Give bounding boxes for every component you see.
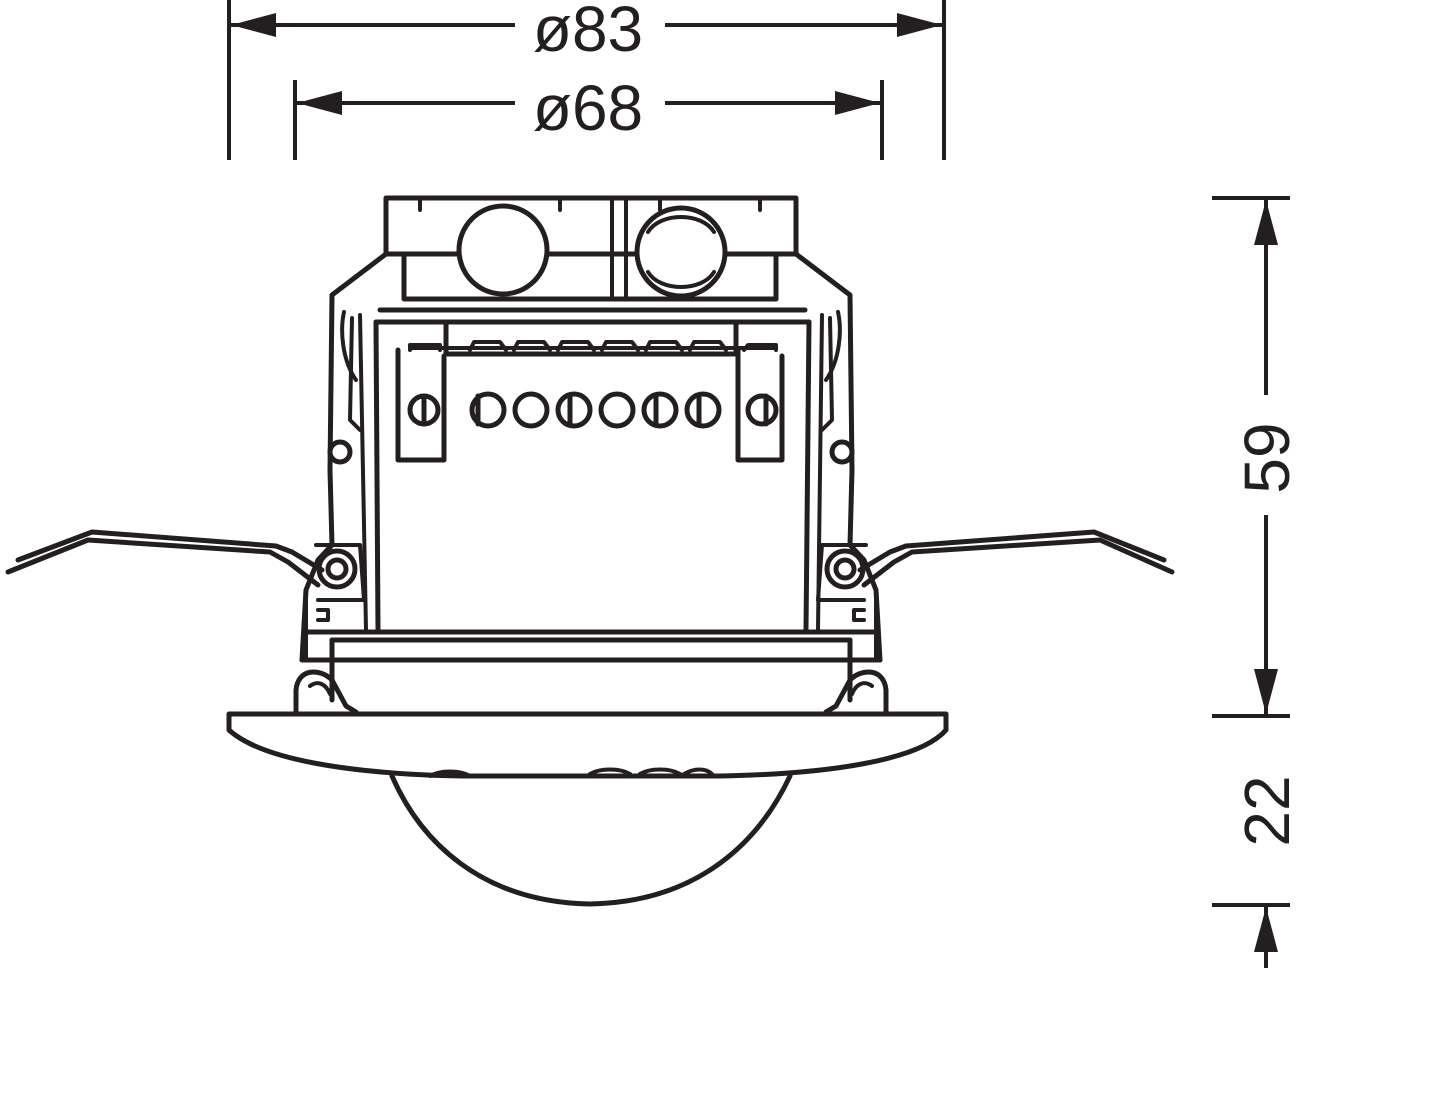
- latch-right: [823, 669, 889, 715]
- spring-clip-right: [861, 537, 1175, 588]
- latch-left: [293, 669, 359, 715]
- cable-entry-right: [634, 205, 728, 299]
- cover-flange: [226, 711, 949, 779]
- outer-diameter-dimension: ø83: [227, 0, 946, 160]
- terminal-screw-6: [641, 391, 679, 429]
- terminal-screw-7: [684, 391, 722, 429]
- inner-diameter-label: ø68: [533, 72, 643, 144]
- inner-diameter-dimension: ø68: [293, 72, 884, 160]
- collar: [293, 598, 889, 715]
- sensor-dome: [389, 773, 793, 907]
- dome-height-dimension: 22: [1212, 775, 1303, 968]
- outer-diameter-label: ø83: [533, 0, 643, 65]
- body-height-dimension: 59: [1212, 196, 1303, 718]
- terminal-screw-5: [598, 391, 636, 429]
- spring-clip-left: [5, 537, 321, 588]
- terminal-screw-8: [745, 393, 779, 427]
- housing: [299, 251, 883, 663]
- dome-height-label: 22: [1231, 775, 1303, 846]
- terminal-strip: [395, 319, 785, 463]
- sensor-body: [5, 195, 1175, 907]
- terminal-screw-3: [512, 391, 550, 429]
- terminal-screw-4: [555, 391, 593, 429]
- side-pivots: [314, 439, 868, 602]
- body-height-label: 59: [1231, 422, 1303, 493]
- terminal-block: [383, 195, 799, 302]
- cable-entry-left: [456, 203, 550, 297]
- spring-clips: [5, 529, 1175, 588]
